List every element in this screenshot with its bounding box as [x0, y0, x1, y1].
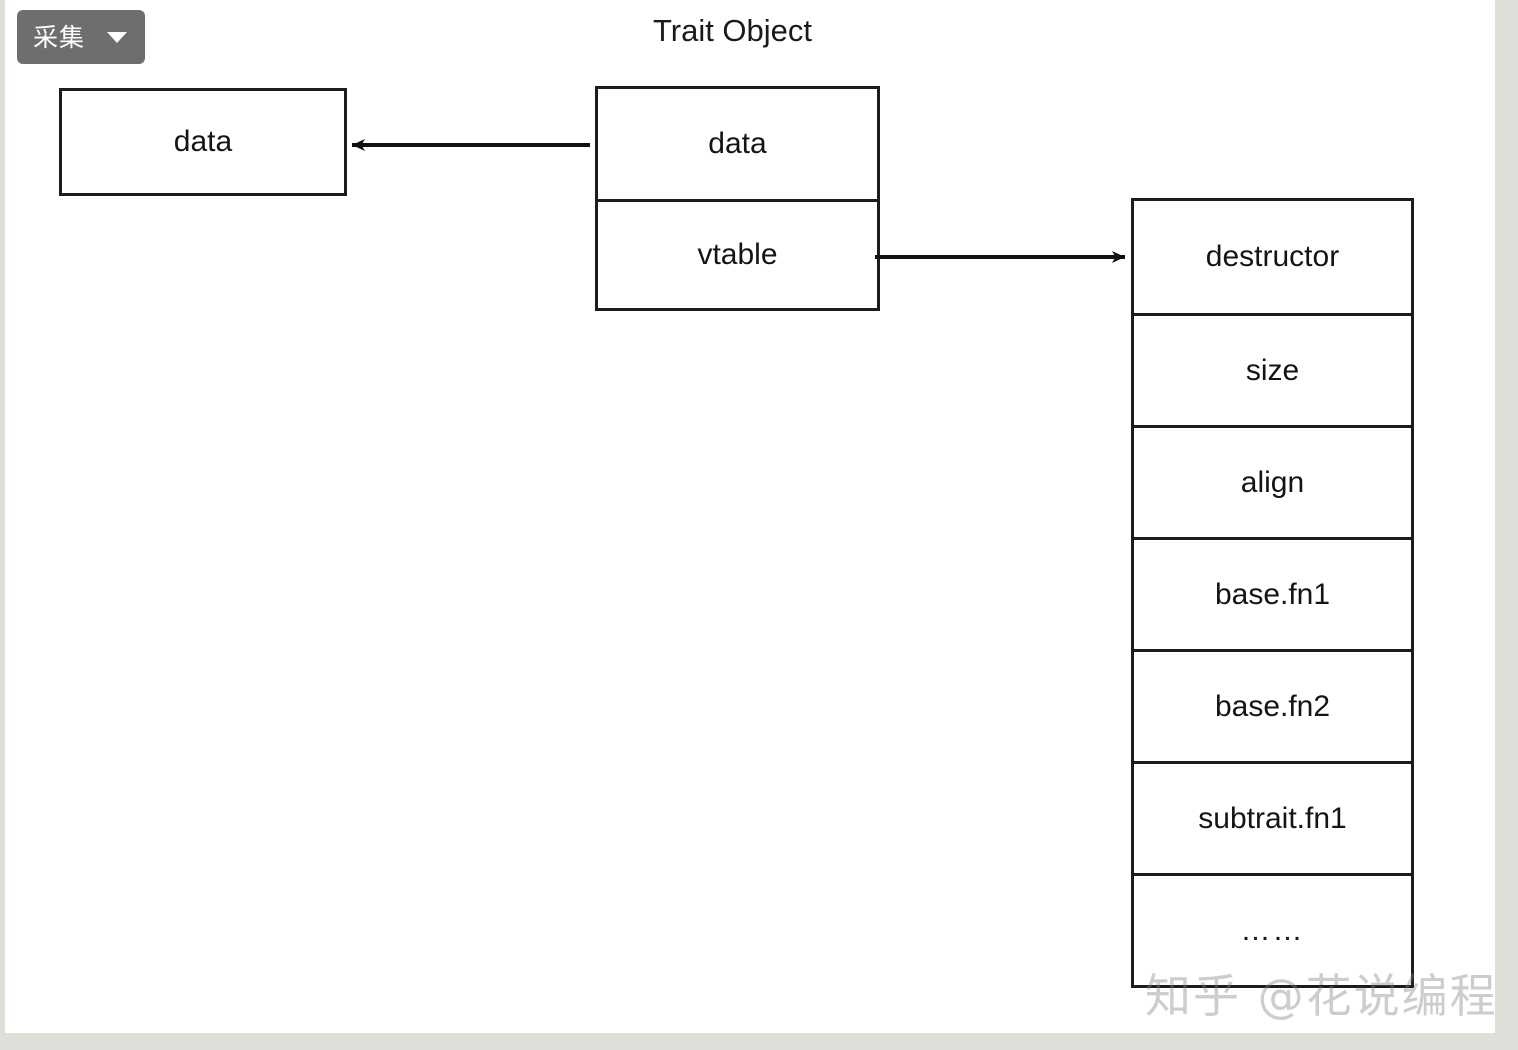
vtable-cell-size: size	[1134, 313, 1411, 425]
trait-object-cell-vtable-label: vtable	[697, 237, 778, 271]
trait-object-cell-data-label: data	[708, 126, 767, 160]
vtable-cell-destructor-label: destructor	[1205, 240, 1340, 273]
vtable-cell-destructor: destructor	[1134, 201, 1411, 313]
vtable-cell-size-label: size	[1245, 353, 1300, 387]
vtable-box: destructor size align base.fn1 base.fn2 …	[1131, 198, 1414, 988]
vtable-cell-base-fn1-label: base.fn1	[1214, 577, 1331, 611]
collect-button-label: 采集	[33, 22, 86, 52]
vtable-cell-ellipsis: ……	[1134, 873, 1411, 985]
page-title: Trait Object	[652, 13, 813, 48]
vtable-cell-align: align	[1134, 425, 1411, 537]
chevron-down-icon	[107, 31, 128, 43]
watermark: 知乎 @花说编程	[1145, 969, 1495, 1023]
collect-button[interactable]: 采集	[17, 10, 145, 64]
trait-object-box: data vtable	[595, 86, 880, 311]
trait-object-cell-vtable: vtable	[598, 198, 877, 309]
vtable-cell-subtrait-fn1-label: subtrait.fn1	[1198, 801, 1347, 835]
trait-object-cell-data: data	[598, 89, 877, 199]
vtable-cell-base-fn2: base.fn2	[1134, 649, 1411, 761]
vtable-cell-ellipsis-label: ……	[1240, 913, 1305, 947]
vtable-cell-align-label: align	[1240, 465, 1305, 499]
vtable-cell-subtrait-fn1: subtrait.fn1	[1134, 761, 1411, 873]
diagram-canvas: 采集 Trait Object data data vtable destruc…	[5, 0, 1495, 1033]
vtable-cell-base-fn2-label: base.fn2	[1214, 689, 1331, 723]
left-data-box: data	[59, 88, 347, 196]
left-data-box-label: data	[173, 125, 233, 158]
vtable-cell-base-fn1: base.fn1	[1134, 537, 1411, 649]
